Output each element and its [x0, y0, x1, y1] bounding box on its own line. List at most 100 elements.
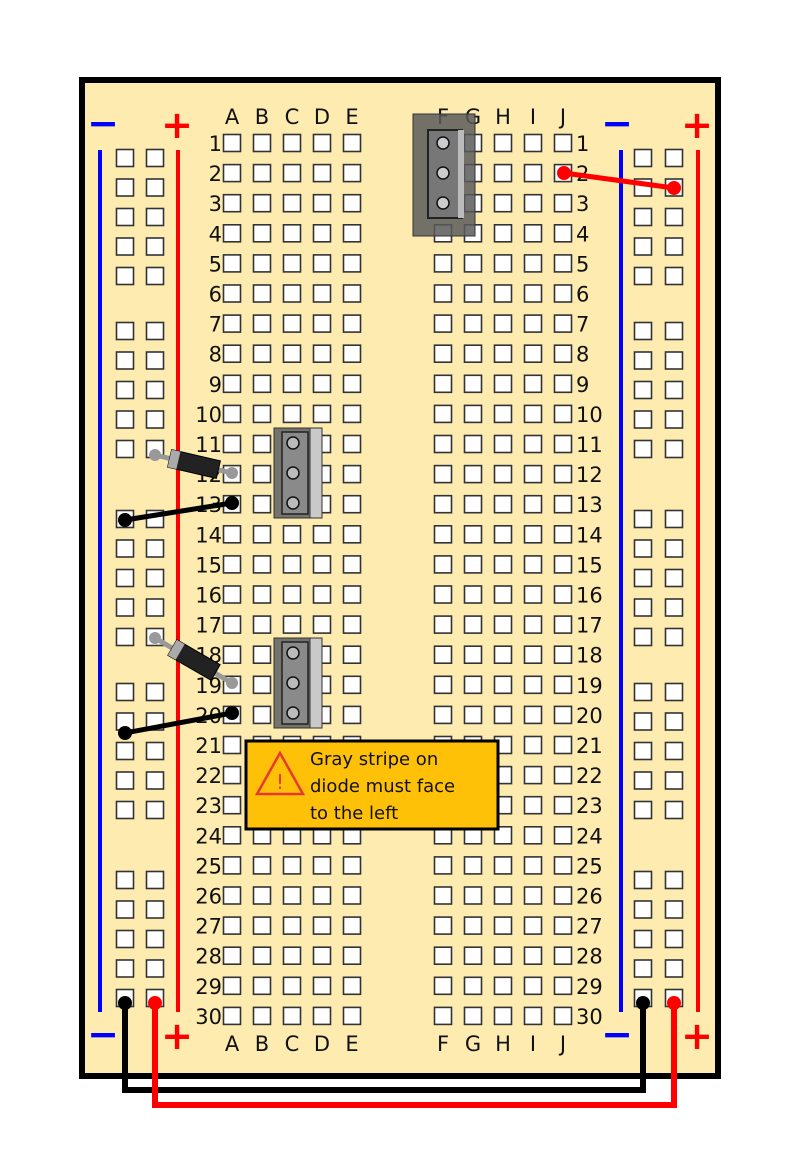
hole-D30 — [312, 1006, 332, 1026]
row-label-right-10: 10 — [576, 403, 603, 427]
row-label-right-22: 22 — [576, 764, 603, 788]
hole-C9 — [282, 374, 302, 394]
hole-J13 — [553, 494, 573, 514]
hole-B13 — [252, 494, 272, 514]
hole-B6 — [252, 284, 272, 303]
rail-sign-left-minus: − — [87, 101, 119, 145]
hole-H11 — [493, 434, 513, 454]
row-label-left-29: 29 — [195, 975, 222, 999]
rail-hole-3-11 — [664, 539, 684, 558]
hole-F29 — [433, 976, 453, 996]
hole-F25 — [433, 856, 453, 875]
jumper-wire-black-1 — [118, 496, 239, 527]
rail-hole-0-12 — [115, 568, 135, 588]
hole-F17 — [433, 615, 453, 634]
hole-D28 — [312, 946, 332, 966]
rail-hole-2-11 — [633, 539, 653, 558]
hole-A24 — [222, 825, 242, 845]
rail-hole-0-3 — [115, 237, 135, 256]
hole-J12 — [553, 464, 573, 484]
rail-hole-0-20 — [115, 870, 135, 890]
hole-B12 — [252, 464, 272, 484]
row-label-right-1: 1 — [576, 132, 589, 156]
rail-hole-3-16 — [664, 712, 684, 731]
rail-hole-2-18 — [633, 771, 653, 790]
row-label-right-15: 15 — [576, 553, 603, 577]
hole-A14 — [222, 524, 242, 544]
hole-J7 — [553, 314, 573, 333]
hole-D15 — [312, 555, 332, 574]
hole-J24 — [553, 825, 573, 845]
row-label-left-23: 23 — [195, 794, 222, 818]
row-label-left-15: 15 — [195, 553, 222, 577]
hole-C8 — [282, 344, 302, 364]
rail-hole-2-6 — [633, 351, 653, 370]
hole-F30 — [433, 1006, 453, 1026]
rail-sign-left-plus-bottom: + — [161, 1014, 193, 1058]
hole-C10 — [282, 404, 302, 424]
hole-H18 — [493, 645, 513, 665]
hole-D4 — [312, 224, 332, 243]
hole-I1 — [523, 133, 543, 153]
rail-sign-right-minus: − — [601, 101, 633, 145]
hole-D5 — [312, 254, 332, 273]
hole-J1 — [553, 133, 573, 153]
hole-F18 — [433, 645, 453, 665]
hole-B17 — [252, 615, 272, 634]
rail-hole-0-6 — [115, 351, 135, 370]
row-label-right-14: 14 — [576, 523, 603, 547]
hole-H8 — [493, 344, 513, 364]
rail-hole-0-19 — [115, 800, 135, 820]
rail-hole-2-22 — [633, 929, 653, 949]
hole-J22 — [553, 765, 573, 785]
hole-B28 — [252, 946, 272, 966]
hole-A2 — [222, 163, 242, 183]
hole-F9 — [433, 374, 453, 394]
rail-hole-0-11 — [115, 539, 135, 558]
hole-H1 — [493, 133, 513, 153]
hole-J9 — [553, 374, 573, 394]
hole-C5 — [282, 254, 302, 273]
hole-D26 — [312, 886, 332, 905]
column-label-bottom-G: G — [465, 1032, 481, 1056]
hole-C15 — [282, 555, 302, 574]
hole-G9 — [463, 374, 483, 394]
row-label-left-28: 28 — [195, 945, 222, 969]
hole-E5 — [342, 254, 362, 273]
hole-A3 — [222, 193, 242, 213]
rail-hole-0-17 — [115, 741, 135, 761]
voltage-regulator — [412, 113, 476, 237]
hole-E15 — [342, 555, 362, 574]
hole-E29 — [342, 976, 362, 996]
hole-B4 — [252, 224, 272, 243]
hole-E7 — [342, 314, 362, 333]
row-label-right-20: 20 — [576, 704, 603, 728]
jumper-wire-black-2 — [118, 706, 239, 740]
hole-G10 — [463, 404, 483, 424]
diode-1 — [149, 449, 238, 479]
hole-H7 — [493, 314, 513, 333]
rail-hole-1-22 — [145, 929, 165, 949]
hole-G8 — [463, 344, 483, 364]
hole-E12 — [342, 464, 362, 484]
rail-hole-0-5 — [115, 321, 135, 341]
rail-hole-3-0 — [664, 148, 684, 168]
column-label-bottom-D: D — [314, 1032, 330, 1056]
rail-hole-2-19 — [633, 800, 653, 820]
hole-I9 — [523, 374, 543, 394]
row-label-right-16: 16 — [576, 584, 603, 608]
hole-H13 — [493, 494, 513, 514]
row-label-left-2: 2 — [209, 162, 222, 186]
hole-C30 — [282, 1006, 302, 1026]
hole-A1 — [222, 133, 242, 153]
rail-hole-3-6 — [664, 351, 684, 370]
row-label-left-25: 25 — [195, 854, 222, 878]
hole-C16 — [282, 585, 302, 604]
rail-hole-0-18 — [115, 771, 135, 790]
hole-I20 — [523, 705, 543, 725]
row-label-right-8: 8 — [576, 343, 589, 367]
hole-F27 — [433, 916, 453, 935]
column-label-bottom-E: E — [345, 1032, 358, 1056]
rail-hole-3-9 — [664, 439, 684, 459]
hole-C27 — [282, 916, 302, 935]
